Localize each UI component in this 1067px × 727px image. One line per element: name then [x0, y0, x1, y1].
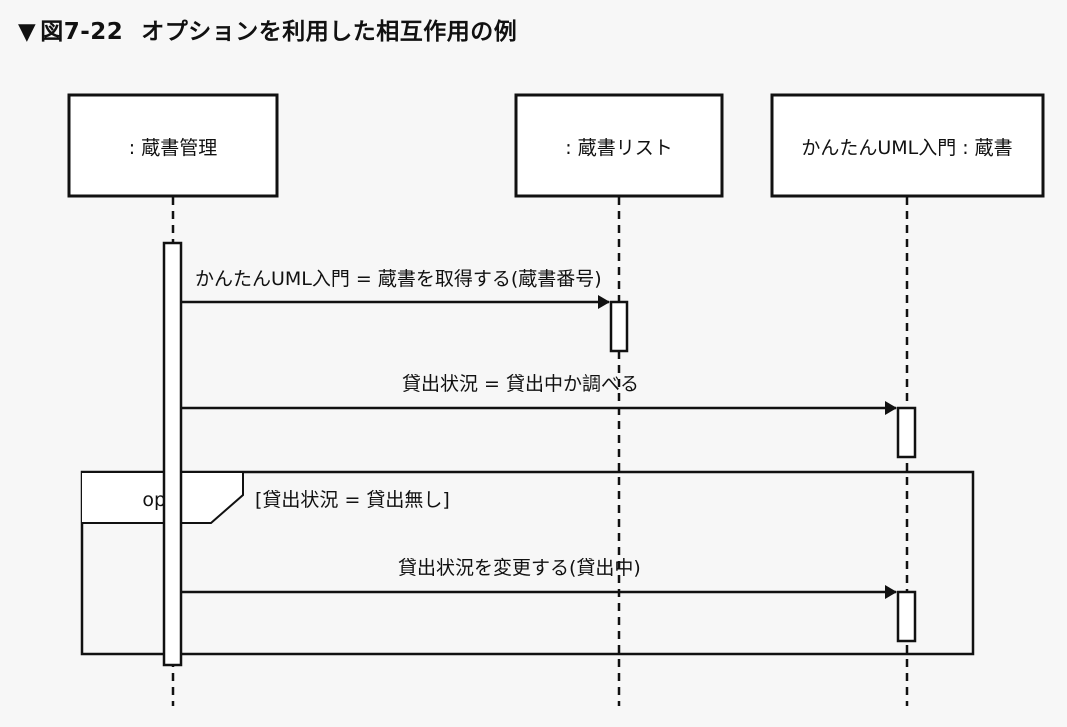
fragment-frame [80, 470, 975, 656]
activation-bar-kantan-uml-2 [896, 590, 917, 643]
lifeline-box [770, 93, 1045, 198]
message-3: 貸出状況を変更する(貸出中) [181, 557, 897, 599]
lifeline-label: : 蔵書管理 [129, 137, 217, 159]
message-2: 貸出状況 = 貸出中か調べる [181, 373, 897, 415]
message-label: かんたんUML入門 = 蔵書を取得する(蔵書番号) [195, 268, 602, 290]
figure-caption: オプションを利用した相互作用の例 [141, 19, 518, 45]
lifeline-zosho-kanri: : 蔵書管理 [67, 93, 279, 198]
message-1: かんたんUML入門 = 蔵書を取得する(蔵書番号) [181, 268, 610, 309]
lifeline-box [67, 93, 279, 198]
figure-number: 図7-22 [40, 19, 124, 45]
fragment-guard-condition: [貸出状況 = 貸出無し] [255, 489, 450, 511]
message-label: 貸出状況 = 貸出中か調べる [402, 373, 639, 395]
triangle-marker-icon: ▼ [18, 19, 37, 45]
lifeline-label: : 蔵書リスト [565, 137, 672, 159]
lifeline-label: かんたんUML入門 : 蔵書 [801, 137, 1012, 159]
combined-fragment-opt: opt [貸出状況 = 貸出無し] [80, 470, 975, 656]
lifeline-kantan-uml: かんたんUML入門 : 蔵書 [770, 93, 1045, 198]
activation-bar-zosho-kanri [162, 241, 183, 667]
figure-title: ▼図7-22 オプションを利用した相互作用の例 [18, 12, 517, 46]
lifeline-zosho-list: : 蔵書リスト [514, 93, 724, 198]
activation-bar-zosho-list [609, 300, 629, 353]
lifeline-box [514, 93, 724, 198]
message-label: 貸出状況を変更する(貸出中) [398, 557, 641, 579]
activation-bar-kantan-uml-1 [896, 406, 917, 459]
